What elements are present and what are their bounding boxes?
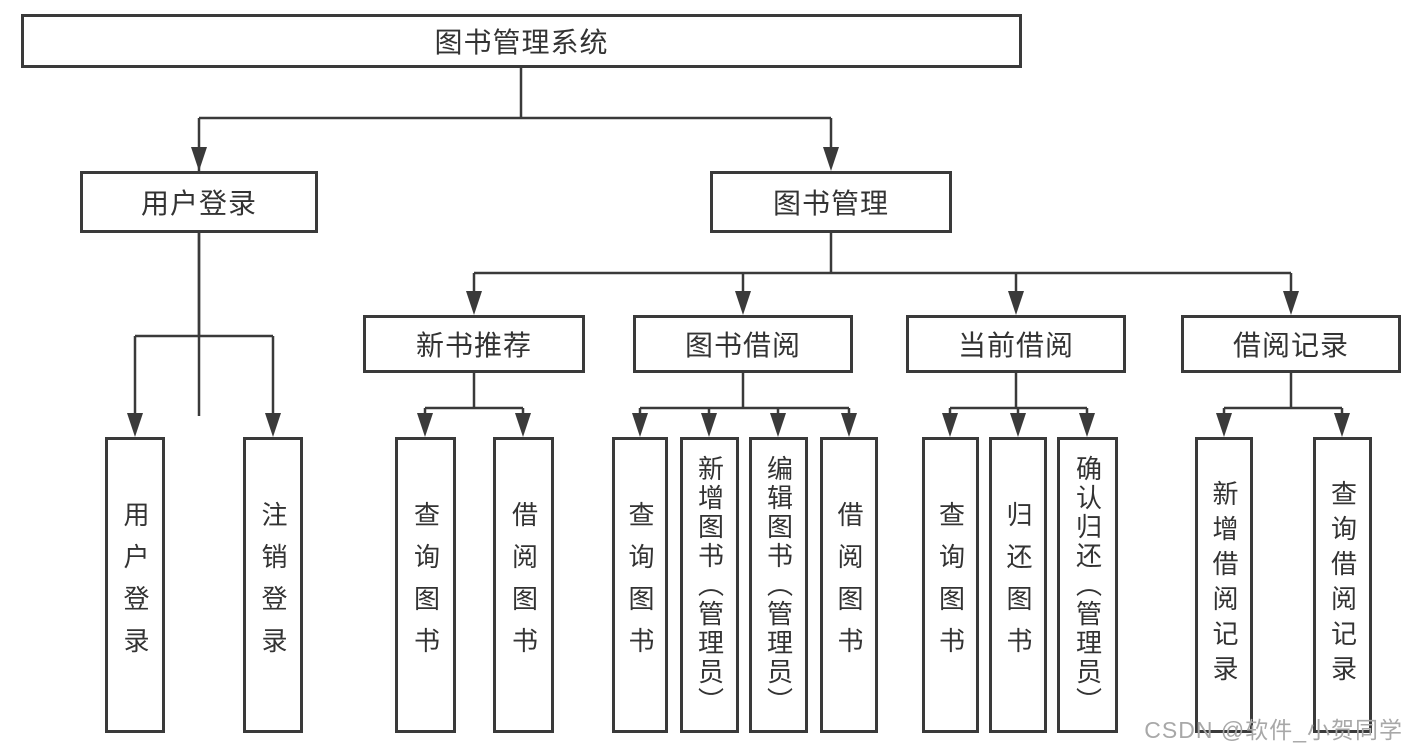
leaf-query-book: 查询图书 — [612, 437, 668, 733]
node-root-label: 图书管理系统 — [434, 27, 609, 58]
leaf-label: 借阅图书 — [508, 501, 539, 669]
node-new-book-recommend-label: 新书推荐 — [415, 330, 532, 361]
leaf-edit-book-admin: 编辑图书（管理员） — [749, 437, 808, 733]
leaf-label: 编辑图书（管理员） — [763, 454, 794, 716]
arrowhead-icon — [127, 413, 143, 437]
node-new-book-recommend: 新书推荐 — [363, 315, 585, 373]
node-book-borrow: 图书借阅 — [633, 315, 853, 373]
node-borrow-records-label: 借阅记录 — [1232, 330, 1349, 361]
node-borrow-records: 借阅记录 — [1181, 315, 1401, 373]
leaf-label: 用户登录 — [120, 501, 150, 669]
leaf-query-book: 查询图书 — [922, 437, 979, 733]
leaf-logout: 注销登录 — [243, 437, 303, 733]
arrowhead-icon — [417, 413, 433, 437]
leaf-label: 新增图书（管理员） — [694, 454, 725, 716]
leaf-label: 新增借阅记录 — [1209, 480, 1239, 690]
arrowhead-icon — [1079, 413, 1095, 437]
node-user-login-label: 用户登录 — [140, 188, 257, 219]
leaf-return-book: 归还图书 — [989, 437, 1047, 733]
connector-borrowrecords-to-children — [1222, 373, 1344, 416]
arrowhead-icon — [1216, 413, 1232, 437]
arrowhead-icon — [1283, 291, 1299, 315]
node-user-login: 用户登录 — [80, 171, 318, 233]
node-book-borrow-label: 图书借阅 — [684, 330, 801, 361]
leaf-borrow-book: 借阅图书 — [820, 437, 878, 733]
leaf-user-login: 用户登录 — [105, 437, 165, 733]
connector-newbookrec-to-children — [423, 373, 525, 416]
node-current-borrow: 当前借阅 — [906, 315, 1126, 373]
leaf-label: 查询图书 — [625, 501, 655, 669]
arrowhead-icon — [823, 147, 839, 171]
arrowhead-icon — [191, 147, 207, 171]
connector-userlogin-to-children — [133, 233, 275, 416]
leaf-label: 查询图书 — [410, 501, 441, 669]
arrowhead-icon — [735, 291, 751, 315]
arrowhead-icon — [770, 413, 786, 437]
connector-bookmgmt-to-sections — [472, 233, 1293, 294]
arrowhead-icon — [701, 413, 717, 437]
leaf-label: 注销登录 — [258, 501, 288, 669]
arrowhead-icon — [1010, 413, 1026, 437]
arrowhead-icon — [1334, 413, 1350, 437]
leaf-label: 归还图书 — [1003, 501, 1033, 669]
arrowhead-icon — [466, 291, 482, 315]
leaf-label: 查询图书 — [935, 501, 966, 669]
arrowhead-icon — [841, 413, 857, 437]
leaf-query-borrow-record: 查询借阅记录 — [1313, 437, 1372, 733]
node-current-borrow-label: 当前借阅 — [957, 330, 1074, 361]
arrowhead-icon — [515, 413, 531, 437]
leaf-borrow-book: 借阅图书 — [493, 437, 554, 733]
leaf-add-book-admin: 新增图书（管理员） — [680, 437, 739, 733]
leaf-confirm-return-admin: 确认归还（管理员） — [1057, 437, 1118, 733]
watermark-text: CSDN @软件_小贺同学 — [1144, 717, 1403, 743]
arrowhead-icon — [632, 413, 648, 437]
node-book-management: 图书管理 — [710, 171, 952, 233]
leaf-label: 查询借阅记录 — [1327, 480, 1358, 690]
leaf-label: 确认归还（管理员） — [1072, 454, 1103, 716]
arrowhead-icon — [1008, 291, 1024, 315]
leaf-label: 借阅图书 — [834, 501, 864, 669]
arrowhead-icon — [942, 413, 958, 437]
connector-currentborrow-to-children — [948, 373, 1089, 416]
leaf-query-book: 查询图书 — [395, 437, 456, 733]
node-book-management-label: 图书管理 — [772, 188, 889, 219]
connector-bookborrow-to-children — [638, 373, 851, 416]
leaf-add-borrow-record: 新增借阅记录 — [1195, 437, 1253, 733]
node-root: 图书管理系统 — [21, 14, 1022, 68]
arrowhead-icon — [265, 413, 281, 437]
